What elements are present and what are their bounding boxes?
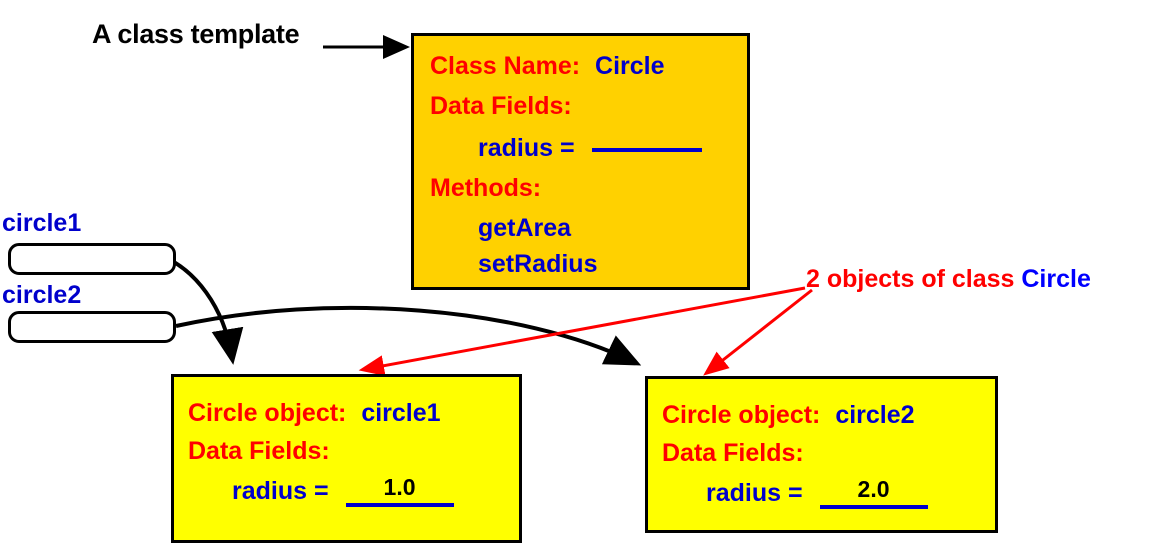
objects-annotation: 2 objects of class Circle xyxy=(806,265,1091,294)
object1-title-value: circle1 xyxy=(361,399,441,427)
object1-radius-value: 1.0 xyxy=(345,476,454,507)
class-template-caption: A class template xyxy=(92,19,300,49)
annotation-arrow-object1 xyxy=(358,286,806,377)
object-box-circle1: Circle object: circle1 Data Fields: radi… xyxy=(171,374,522,543)
class-name-label: Class Name: xyxy=(430,52,581,80)
reference-box-circle1 xyxy=(8,243,176,275)
object1-data-fields-label: Data Fields: xyxy=(188,437,330,465)
class-radius-row: radius = xyxy=(478,134,702,163)
reference-arrow-circle2 xyxy=(175,305,642,366)
object2-radius-row: radius = 2.0 xyxy=(706,478,928,509)
class-name-row: Class Name: Circle xyxy=(430,52,665,81)
object2-title-value: circle2 xyxy=(835,401,915,429)
class-radius-blank xyxy=(591,148,702,152)
object2-data-fields-label: Data Fields: xyxy=(662,439,804,467)
class-method-setradius: setRadius xyxy=(478,250,598,278)
class-methods-label: Methods: xyxy=(430,174,542,202)
object2-title-label: Circle object: xyxy=(662,401,821,429)
reference-box-circle2 xyxy=(8,311,176,343)
object-box-circle2: Circle object: circle2 Data Fields: radi… xyxy=(645,376,998,533)
reference-label-circle2: circle2 xyxy=(2,281,82,309)
object2-radius-label: radius = xyxy=(706,479,803,507)
class-template-box: Class Name: Circle Data Fields: radius =… xyxy=(411,33,750,290)
objects-annotation-text: 2 objects of class xyxy=(806,265,1022,293)
object2-radius-value: 2.0 xyxy=(819,478,928,509)
object1-radius-label: radius = xyxy=(232,477,329,505)
class-method-getarea: getArea xyxy=(478,214,572,242)
class-radius-label: radius = xyxy=(478,134,575,162)
class-data-fields-label: Data Fields: xyxy=(430,92,572,120)
object1-title-row: Circle object: circle1 xyxy=(188,399,441,428)
annotation-arrow-object2 xyxy=(703,288,813,376)
objects-annotation-class: Circle xyxy=(1021,265,1091,293)
object1-title-label: Circle object: xyxy=(188,399,347,427)
reference-label-circle1: circle1 xyxy=(2,209,82,237)
object1-radius-row: radius = 1.0 xyxy=(232,476,454,507)
object2-title-row: Circle object: circle2 xyxy=(662,401,915,430)
class-name-value: Circle xyxy=(595,52,665,80)
